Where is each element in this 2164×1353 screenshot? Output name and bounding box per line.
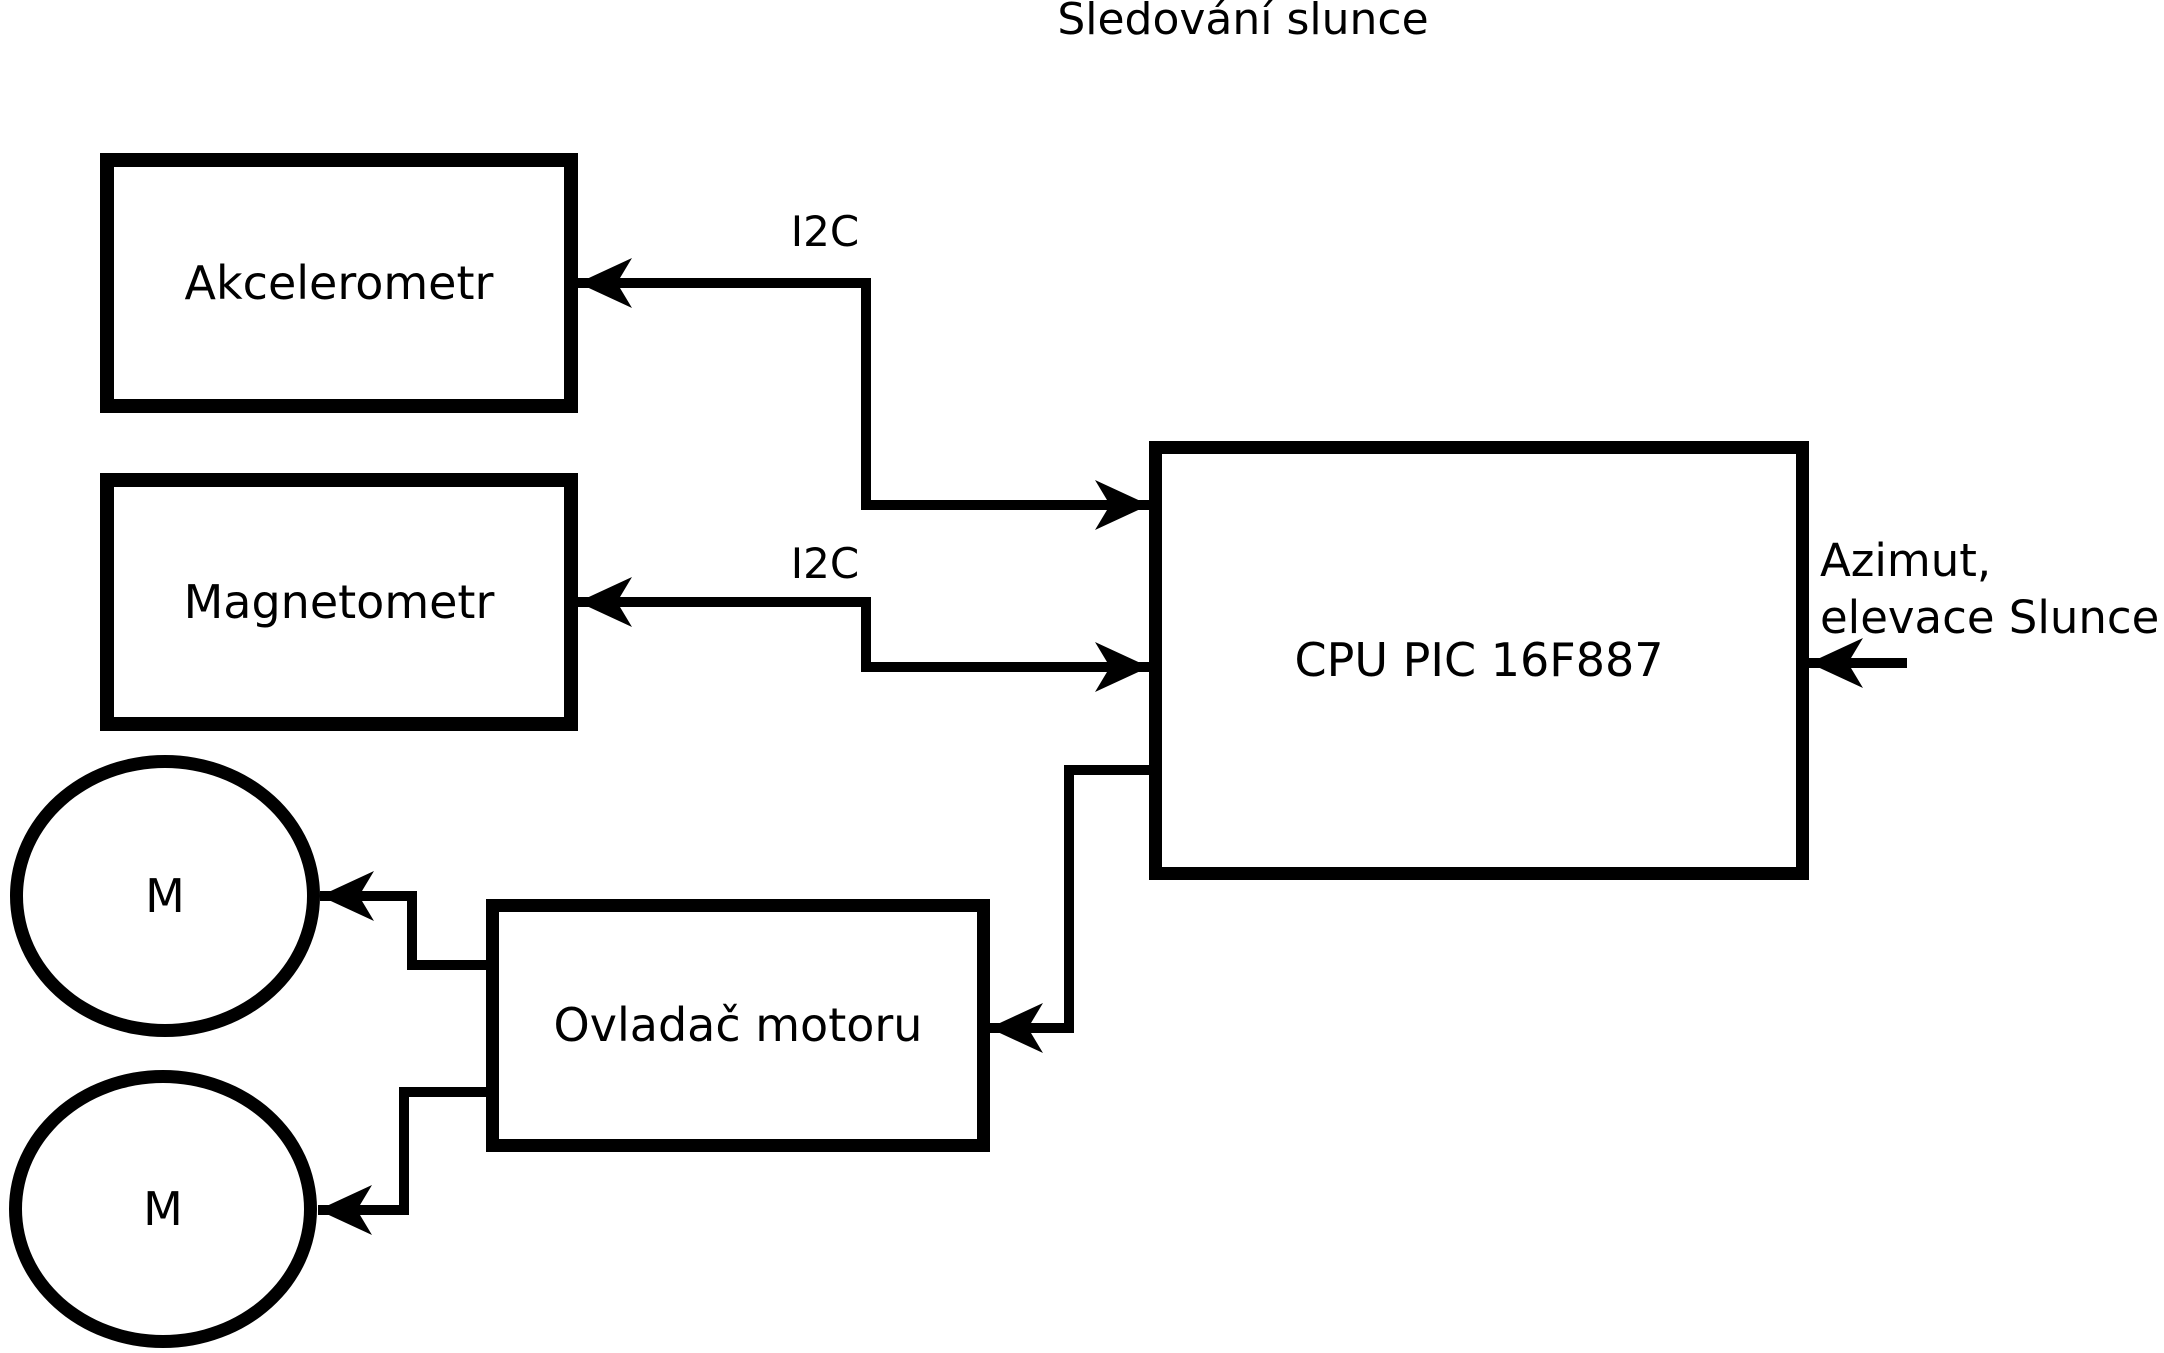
node-magnetometr: Magnetometr: [100, 473, 578, 731]
edge-label-azimut-line1: Azimut,: [1820, 534, 1992, 587]
edge-i2c-magnetometr-cpu: [578, 577, 1149, 692]
edge-line: [578, 278, 1149, 510]
edge-motor-driver-motor2: [318, 1087, 489, 1235]
arrowhead-into-motor-driver: [989, 1003, 1043, 1053]
node-magnetometr-label: Magnetometr: [183, 574, 495, 629]
edge-line: [320, 891, 489, 970]
arrowhead-into-magnetometr: [578, 577, 632, 627]
arrowhead-into-cpu: [1809, 638, 1863, 688]
edge-i2c-akcelerometr-cpu: [578, 258, 1149, 530]
node-akcelerometr: Akcelerometr: [100, 153, 578, 413]
edge-label-azimut-input: Azimut, elevace Slunce: [1820, 532, 2159, 646]
arrowhead-into-akcelerometr: [578, 258, 632, 308]
node-motor-driver: Ovladač motoru: [486, 899, 990, 1152]
edge-cpu-motor-driver: [989, 765, 1149, 1053]
arrowhead-into-cpu: [1095, 480, 1149, 530]
edge-azimut-input-cpu: [1809, 638, 1907, 688]
arrowhead-into-motor1: [320, 871, 374, 921]
edge-line: [318, 1087, 489, 1215]
arrowhead-into-cpu: [1095, 642, 1149, 692]
edge-motor-driver-motor1: [320, 871, 489, 970]
edge-line: [989, 765, 1149, 1033]
node-motor1-label: M: [145, 868, 185, 923]
node-motor2: M: [9, 1070, 317, 1348]
page-title: Sledování slunce: [1057, 0, 1429, 45]
edge-label-i2c-magnetometr: I2C: [790, 539, 860, 588]
edge-line: [578, 597, 1149, 672]
node-cpu-label: CPU PIC 16F887: [1294, 633, 1664, 688]
edge-label-azimut-line2: elevace Slunce: [1820, 591, 2160, 644]
node-motor2-label: M: [143, 1181, 183, 1236]
edge-label-i2c-akcelerometr: I2C: [790, 207, 860, 256]
node-akcelerometr-label: Akcelerometr: [184, 255, 494, 310]
node-motor-driver-label: Ovladač motoru: [553, 998, 923, 1053]
node-cpu: CPU PIC 16F887: [1149, 441, 1809, 880]
node-motor1: M: [10, 755, 320, 1037]
arrowhead-into-motor2: [318, 1185, 372, 1235]
